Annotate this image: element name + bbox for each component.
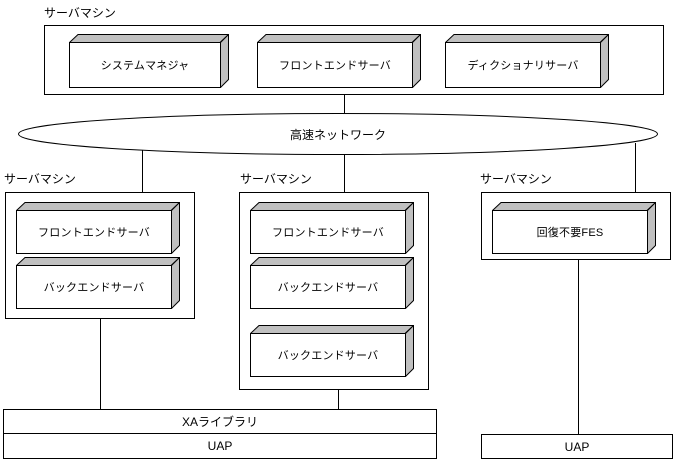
block-side-face	[600, 34, 609, 88]
machine-right: 回復不要FES	[481, 192, 671, 260]
caption-left-machine: サーバマシン	[4, 172, 76, 186]
box-uap-right[interactable]: UAP	[481, 434, 673, 459]
block-label: フロントエンドサーバ	[38, 227, 150, 239]
xa-library-label: XAライブラリ	[181, 415, 258, 429]
block-front-face: フロントエンドサーバ	[16, 210, 172, 254]
block-front-face: システムマネジャ	[69, 42, 221, 88]
block-label: バックエンドサーバ	[277, 350, 379, 362]
machine-left: フロントエンドサーバ バックエンドサーバ	[5, 192, 195, 319]
block-front-face: フロントエンドサーバ	[250, 210, 406, 254]
block-dictionary-server[interactable]: ディクショナリサーバ	[445, 34, 609, 88]
block-front-face: 回復不要FES	[492, 210, 648, 254]
block-label: バックエンドサーバ	[43, 282, 145, 294]
block-front-end-server-middle[interactable]: フロントエンドサーバ	[250, 202, 414, 254]
network-label: 高速ネットワーク	[289, 127, 386, 142]
block-side-face	[171, 257, 180, 309]
block-no-recovery-fes[interactable]: 回復不要FES	[492, 202, 656, 254]
block-label: バックエンドサーバ	[277, 282, 379, 294]
block-side-face	[647, 202, 656, 254]
block-front-face: バックエンドサーバ	[16, 265, 172, 309]
block-back-end-server-middle-1[interactable]: バックエンドサーバ	[250, 257, 414, 309]
block-label: フロントエンドサーバ	[279, 60, 391, 72]
block-side-face	[171, 202, 180, 254]
block-front-face: バックエンドサーバ	[250, 265, 406, 309]
block-label: 回復不要FES	[536, 227, 604, 239]
caption-top-machine: サーバマシン	[44, 6, 116, 20]
block-label: システムマネジャ	[100, 60, 190, 72]
block-front-end-server-left[interactable]: フロントエンドサーバ	[16, 202, 180, 254]
block-label: フロントエンドサーバ	[272, 227, 384, 239]
caption-middle-machine: サーバマシン	[240, 172, 312, 186]
block-side-face	[412, 34, 421, 88]
block-front-end-server-top[interactable]: フロントエンドサーバ	[257, 34, 421, 88]
block-side-face	[220, 34, 229, 88]
uap-left-label: UAP	[207, 439, 233, 453]
network-label-wrap: 高速ネットワーク	[18, 113, 658, 155]
machine-middle: フロントエンドサーバ バックエンドサーバ バックエンドサーバ	[239, 192, 429, 390]
block-front-face: フロントエンドサーバ	[257, 42, 413, 88]
block-back-end-server-left[interactable]: バックエンドサーバ	[16, 257, 180, 309]
uap-right-label: UAP	[564, 439, 590, 454]
block-back-end-server-middle-2[interactable]: バックエンドサーバ	[250, 325, 414, 377]
caption-right-machine: サーバマシン	[480, 172, 552, 186]
block-front-face: ディクショナリサーバ	[445, 42, 601, 88]
box-uap-left[interactable]: UAP	[3, 433, 437, 459]
block-side-face	[405, 202, 414, 254]
machine-top: システムマネジャ フロントエンドサーバ ディクショナリサーバ	[44, 25, 664, 95]
block-label: ディクショナリサーバ	[467, 60, 579, 72]
block-side-face	[405, 325, 414, 377]
block-front-face: バックエンドサーバ	[250, 333, 406, 377]
network-ellipse-shape	[18, 113, 658, 155]
block-side-face	[405, 257, 414, 309]
block-system-manager[interactable]: システムマネジャ	[69, 34, 229, 88]
network-ellipse: 高速ネットワーク	[18, 113, 658, 155]
box-xa-library[interactable]: XAライブラリ	[3, 409, 437, 434]
